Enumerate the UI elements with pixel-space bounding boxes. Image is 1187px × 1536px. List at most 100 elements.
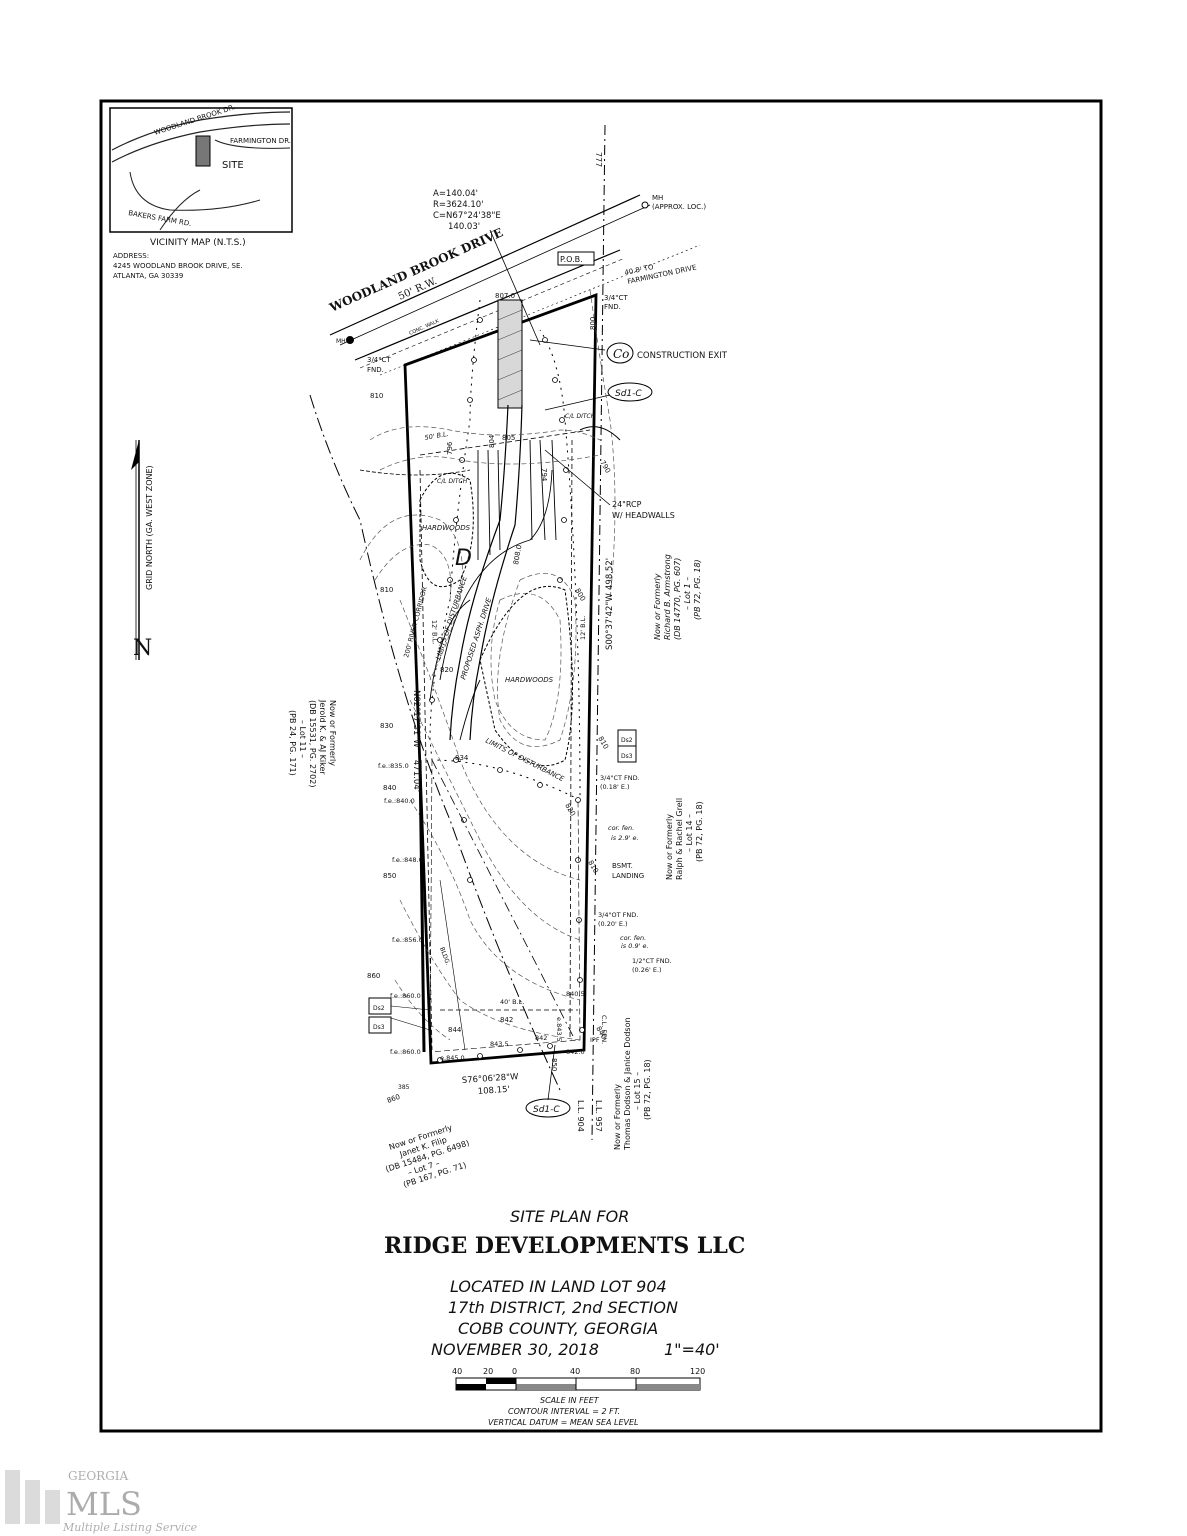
contour-label: 800 bbox=[589, 317, 597, 330]
elev-842a: 842 bbox=[535, 1034, 547, 1042]
ds2-label: Ds2 bbox=[621, 737, 633, 744]
gamls-watermark: GEORGIA MLS Multiple Listing Service bbox=[5, 1469, 198, 1534]
farmington-road-label: FARMINGTON DR. bbox=[230, 137, 291, 145]
owner-line: (DB 14770, PG. 607) bbox=[673, 558, 682, 640]
hardwoods-label-1: HARDWOODS bbox=[422, 524, 471, 532]
hardwoods-area-1 bbox=[419, 472, 474, 588]
sd1c-bottom-bubble bbox=[525, 1098, 571, 1118]
watermark-georgia: GEORGIA bbox=[68, 1469, 129, 1483]
owner-line: (PB 72, PG. 18) bbox=[693, 559, 702, 620]
north-arrow-head bbox=[131, 440, 139, 470]
mh-approx-loc-label: (APPROX. LOC.) bbox=[652, 203, 706, 211]
ff-848: f.e.:848.0 bbox=[392, 856, 423, 864]
bsmt-label-2: LANDING bbox=[612, 872, 644, 880]
vicinity-map-frame bbox=[109, 107, 293, 233]
grid-north-label: GRID NORTH (GA. WEST ZONE) bbox=[145, 465, 154, 590]
owner-line: Now or Formerly bbox=[653, 573, 662, 640]
contour-label: 385 bbox=[398, 1084, 410, 1091]
site-marker bbox=[195, 135, 211, 167]
setback-line-50 bbox=[419, 429, 591, 456]
owner-line: (DB 15531, PG. 2702) bbox=[308, 700, 317, 787]
ds-leader bbox=[390, 1005, 431, 1011]
elev-840: 840.5 bbox=[566, 990, 585, 998]
scale-bar-segment bbox=[636, 1384, 700, 1390]
road-row-line bbox=[329, 194, 641, 336]
vertical-datum: VERTICAL DATUM = MEAN SEA LEVEL bbox=[488, 1418, 638, 1427]
owner-line: (PB 24, PG. 171) bbox=[288, 710, 297, 776]
ff-860b: f.e.:860.0 bbox=[390, 1048, 421, 1056]
walk-line bbox=[359, 257, 626, 369]
owner-line: – Lot 1 – bbox=[683, 577, 692, 610]
ff-835: f.e.:835.0 bbox=[378, 762, 409, 770]
co-leader bbox=[529, 339, 606, 351]
site-label: SITE bbox=[222, 160, 244, 171]
contour-label: 810 bbox=[380, 586, 393, 594]
contour-label: 805 bbox=[502, 434, 515, 442]
elev-845: e.845.0 bbox=[440, 1054, 465, 1062]
scale-tick-label: 120 bbox=[690, 1367, 705, 1376]
east-distance: 498.52' bbox=[605, 558, 615, 590]
hardwoods-area-2 bbox=[479, 585, 573, 767]
sd1c-bubble bbox=[607, 382, 653, 402]
owner-line: Now or Formerly bbox=[613, 1084, 622, 1150]
existing-contours bbox=[359, 289, 616, 1041]
scale-bar-segment bbox=[486, 1378, 516, 1384]
proposed-contours bbox=[429, 439, 557, 741]
ff-860: f.e.:860.0 bbox=[390, 992, 421, 1000]
plan-date: NOVEMBER 30, 2018 bbox=[431, 1340, 599, 1359]
construction-exit-pad bbox=[497, 299, 523, 409]
ds-leader bbox=[390, 1017, 431, 1031]
sd1c-tag: Sd1-C bbox=[615, 389, 642, 399]
existing-building-footprint bbox=[429, 759, 581, 1053]
curve-arc: A=140.04' bbox=[433, 189, 478, 199]
contour-label: 810 bbox=[370, 392, 383, 400]
drainage-line bbox=[431, 759, 576, 1041]
cor-fen-1: cor. fen. bbox=[608, 824, 634, 832]
ff-856: f.e.:856.0 bbox=[392, 936, 423, 944]
curve-chord-length: 140.03' bbox=[448, 222, 480, 232]
south-distance: 108.15' bbox=[478, 1085, 511, 1097]
ct-fnd-nw-1: 3/4"CT bbox=[367, 356, 391, 364]
land-lot-957: L.L. 957 bbox=[594, 1100, 603, 1132]
hardwoods-label-2: HARDWOODS bbox=[505, 676, 554, 684]
west-bearing: N02°17'31"W bbox=[411, 690, 421, 748]
contour-label: 850 bbox=[550, 1058, 558, 1071]
north-letter: N bbox=[133, 636, 152, 661]
location-line-1: LOCATED IN LAND LOT 904 bbox=[450, 1277, 667, 1296]
construction-exit-label: CONSTRUCTION EXIT bbox=[637, 351, 728, 361]
owner-line: – Lot 14 – bbox=[685, 814, 694, 852]
curve-radius: R=3624.10' bbox=[433, 200, 484, 210]
gamls-logo-bars bbox=[5, 1470, 60, 1524]
cor-fen-1b: is 2.9' e. bbox=[611, 834, 639, 842]
contour-label: 808.0 bbox=[512, 544, 523, 565]
title-block: SITE PLAN FOR RIDGE DEVELOPMENTS LLC LOC… bbox=[384, 1207, 745, 1359]
ot-fnd-2: (0.20' E.) bbox=[598, 920, 628, 928]
scale-tick-label: 40 bbox=[570, 1367, 580, 1376]
owner-line: (PB 72, PG. 18) bbox=[695, 801, 704, 862]
title-line-1: SITE PLAN FOR bbox=[510, 1207, 629, 1226]
vicinity-caption: VICINITY MAP (N.T.S.) bbox=[150, 238, 246, 248]
scale-tick-label: 40 bbox=[452, 1367, 462, 1376]
ipf-label: IPF bbox=[590, 1036, 600, 1044]
land-lot-777: 777 bbox=[594, 152, 603, 167]
north-arrow: N GRID NORTH (GA. WEST ZONE) bbox=[131, 440, 154, 661]
ct-half-fnd-1: 1/2"CT FND. bbox=[632, 957, 672, 965]
ct-fnd-ne-2: FND. bbox=[604, 303, 621, 311]
proposed-drive-edge bbox=[449, 404, 509, 741]
contour-label: 807.0 bbox=[495, 292, 515, 300]
bl-40-label: 40' B.L. bbox=[500, 998, 524, 1006]
owner-line: – Lot 15 – bbox=[633, 1072, 642, 1110]
cor-fen-2: cor. fen. bbox=[620, 934, 646, 942]
contour-interval: CONTOUR INTERVAL = 2 FT. bbox=[508, 1407, 620, 1416]
bl-12-west-label: 12' B.L. bbox=[430, 620, 439, 645]
farmington-road-line bbox=[214, 139, 291, 149]
bldg-line bbox=[439, 879, 466, 1051]
river-corridor-line bbox=[309, 394, 561, 1091]
ct-fnd-e-1: 3/4"CT FND. bbox=[600, 774, 640, 782]
elev-843b: e.843.5 bbox=[555, 1017, 563, 1042]
contour-label: 794 bbox=[540, 468, 548, 482]
scale-tick-label: 20 bbox=[483, 1367, 493, 1376]
scale-bar-segment bbox=[516, 1384, 576, 1390]
curve-chord: C=N67°24'38"E bbox=[433, 211, 501, 221]
d-tag: D bbox=[455, 546, 472, 571]
